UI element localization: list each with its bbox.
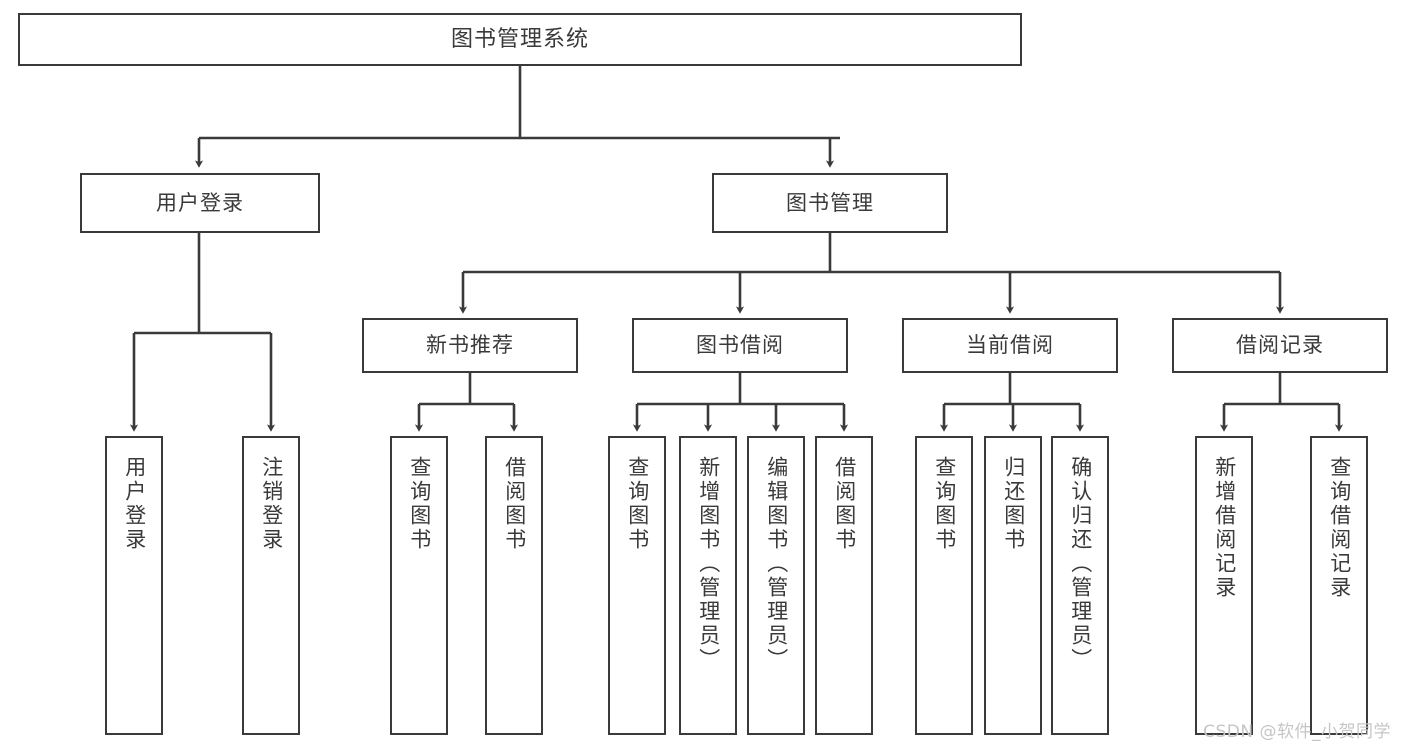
node-leaf-edit-book-label: 编辑图书（管理员）	[764, 456, 789, 672]
node-book-manage[interactable]: 图书管理	[712, 173, 948, 233]
node-leaf-add-record-label: 新增借阅记录	[1212, 456, 1237, 600]
node-user-login[interactable]: 用户登录	[80, 173, 320, 233]
node-root[interactable]: 图书管理系统	[18, 13, 1022, 66]
node-leaf-logout-label: 注销登录	[259, 456, 284, 552]
node-current-borrow[interactable]: 当前借阅	[902, 318, 1118, 373]
node-leaf-borrow-book-2[interactable]: 借阅图书	[815, 436, 873, 735]
node-leaf-query-record-label: 查询借阅记录	[1327, 456, 1352, 600]
node-leaf-add-book-label: 新增图书（管理员）	[696, 456, 721, 672]
node-leaf-query-book-2[interactable]: 查询图书	[608, 436, 666, 735]
node-leaf-edit-book[interactable]: 编辑图书（管理员）	[747, 436, 805, 735]
node-leaf-query-record[interactable]: 查询借阅记录	[1310, 436, 1368, 735]
node-leaf-borrow-book-1[interactable]: 借阅图书	[485, 436, 543, 735]
node-leaf-confirm-return[interactable]: 确认归还（管理员）	[1051, 436, 1109, 735]
node-borrow-record[interactable]: 借阅记录	[1172, 318, 1388, 373]
node-book-borrow[interactable]: 图书借阅	[632, 318, 848, 373]
node-borrow-record-label: 借阅记录	[1236, 333, 1324, 358]
node-new-book-recommend[interactable]: 新书推荐	[362, 318, 578, 373]
node-root-label: 图书管理系统	[450, 26, 589, 52]
node-leaf-query-book-3-label: 查询图书	[932, 456, 957, 552]
node-book-manage-label: 图书管理	[786, 190, 874, 215]
node-leaf-add-record[interactable]: 新增借阅记录	[1195, 436, 1253, 735]
node-user-login-label: 用户登录	[156, 190, 244, 215]
node-leaf-user-login[interactable]: 用户登录	[105, 436, 163, 735]
node-leaf-borrow-book-1-label: 借阅图书	[502, 456, 527, 552]
node-new-book-recommend-label: 新书推荐	[426, 333, 514, 358]
node-leaf-query-book-2-label: 查询图书	[625, 456, 650, 552]
node-leaf-return-book[interactable]: 归还图书	[984, 436, 1042, 735]
node-leaf-logout[interactable]: 注销登录	[242, 436, 300, 735]
node-leaf-add-book[interactable]: 新增图书（管理员）	[679, 436, 737, 735]
csdn-watermark: CSDN @软件_小贺同学	[1203, 722, 1391, 742]
node-leaf-query-book-3[interactable]: 查询图书	[915, 436, 973, 735]
node-book-borrow-label: 图书借阅	[696, 333, 784, 358]
node-leaf-user-login-label: 用户登录	[122, 456, 147, 552]
node-current-borrow-label: 当前借阅	[966, 333, 1054, 358]
node-leaf-borrow-book-2-label: 借阅图书	[832, 456, 857, 552]
node-leaf-confirm-return-label: 确认归还（管理员）	[1068, 456, 1093, 672]
node-leaf-query-book-1[interactable]: 查询图书	[390, 436, 448, 735]
node-leaf-return-book-label: 归还图书	[1001, 456, 1026, 552]
node-leaf-query-book-1-label: 查询图书	[407, 456, 432, 552]
